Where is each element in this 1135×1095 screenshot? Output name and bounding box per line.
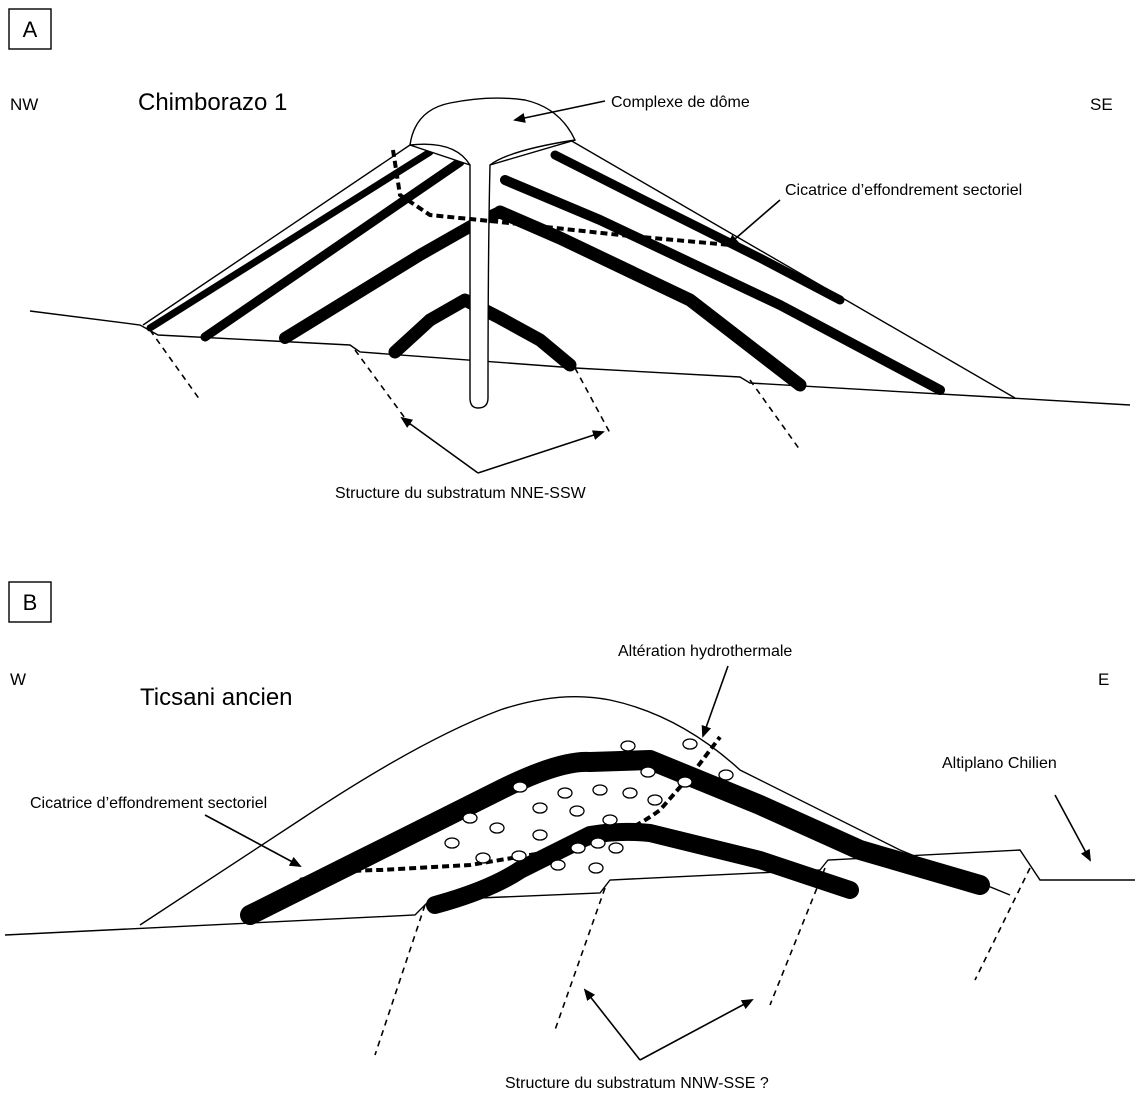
panel-a-basement-arrow-right (477, 430, 605, 474)
alteration-bubble (475, 852, 491, 864)
alteration-bubble (640, 766, 656, 778)
panel-a-dome-complex (409, 97, 576, 409)
panel-b-faults (374, 867, 1031, 1056)
panel-a-basement-arrow-left (400, 416, 479, 474)
panel-a-letter-box (8, 8, 52, 50)
alteration-bubble (647, 794, 663, 806)
panel-a-left-direction: NW (10, 95, 38, 114)
alteration-bubble (462, 812, 478, 824)
alteration-bubble (622, 787, 638, 799)
panel-b-basement-arrow-left (583, 988, 641, 1061)
panel-a-collapse-scar (391, 149, 731, 247)
panel-a-basement-label: Structure du substratum NNE-SSW (335, 485, 587, 502)
alteration-bubble (677, 776, 693, 788)
panel-a-stratum (279, 206, 506, 344)
panel-a-stratum (146, 148, 434, 332)
panel-a-fault (149, 329, 201, 401)
panel-a: A NW SE Chimborazo 1 (8, 8, 1131, 502)
panel-b-fault (374, 904, 426, 1056)
panel-a-stratum (200, 157, 465, 342)
alteration-bubble (511, 850, 527, 862)
panel-b-left-direction: W (10, 670, 26, 689)
alteration-bubble (590, 837, 606, 849)
panel-a-scar-label: Cicatrice d’effondrement sectoriel (785, 182, 1022, 199)
panel-b-alteration-label: Altération hydrothermale (618, 643, 792, 660)
alteration-bubble (602, 814, 618, 826)
panel-b-ground-profile (4, 849, 1135, 936)
panel-b-basement-arrow-right (639, 999, 754, 1061)
alteration-bubble (682, 738, 698, 750)
panel-a-fault (354, 349, 411, 426)
panel-b-volcano-outline (139, 695, 1011, 926)
panel-a-dome-arrow (513, 100, 606, 123)
panel-b-plateau-arrow (1054, 794, 1091, 862)
panel-a-faults (149, 329, 801, 451)
panel-b-letter: B (23, 590, 38, 615)
panel-a-title: Chimborazo 1 (138, 89, 287, 116)
panel-b-title: Ticsani ancien (140, 684, 293, 711)
panel-b-scar-label: Cicatrice d’effondrement sectoriel (30, 795, 267, 812)
alteration-bubble (718, 769, 734, 781)
panel-b-fault (554, 887, 606, 1031)
alteration-bubble (592, 784, 608, 796)
panel-a-stratum (550, 150, 845, 305)
alteration-bubble (532, 829, 548, 841)
alteration-bubble (588, 862, 604, 874)
panel-a-fault (749, 379, 801, 451)
panel-b-stratum (240, 750, 990, 925)
alteration-bubble (489, 822, 505, 834)
panel-a-right-direction: SE (1090, 95, 1113, 114)
alteration-bubble (569, 805, 585, 817)
alteration-bubble (557, 787, 573, 799)
panel-b-right-direction: E (1098, 670, 1109, 689)
panel-b-fault (974, 867, 1031, 981)
panel-a-dome-base (409, 139, 576, 166)
alteration-bubble (532, 802, 548, 814)
panel-b-strata (240, 750, 990, 925)
panel-b-fault (769, 867, 826, 1006)
panel-b-scar-arrow (204, 814, 302, 867)
panel-a-volcano-outline (142, 139, 1016, 399)
alteration-bubble (570, 842, 586, 854)
panel-b-collapse-scar (299, 735, 722, 882)
panel-b-basement-label: Structure du substratum NNW-SSE ? (505, 1075, 769, 1092)
panel-b: B W E Ticsani ancien (4, 581, 1135, 1092)
alteration-bubble (550, 859, 566, 871)
panel-a-fault (574, 367, 611, 434)
panel-a-dome-label: Complexe de dôme (611, 94, 750, 111)
alteration-bubble (620, 740, 636, 752)
panel-a-stratum (500, 175, 945, 395)
panel-b-letter-box (8, 581, 52, 623)
panel-a-letter: A (23, 17, 38, 42)
panel-a-scar-arrow (726, 199, 781, 247)
panel-a-ground-profile (29, 310, 1131, 406)
panel-b-alteration-bubbles (444, 738, 734, 874)
panel-b-alteration-arrow (701, 665, 729, 738)
panel-b-stratum (426, 822, 859, 914)
alteration-bubble (608, 842, 624, 854)
panel-b-plateau-label: Altiplano Chilien (942, 755, 1057, 772)
alteration-bubble (444, 837, 460, 849)
alteration-bubble (512, 781, 528, 793)
